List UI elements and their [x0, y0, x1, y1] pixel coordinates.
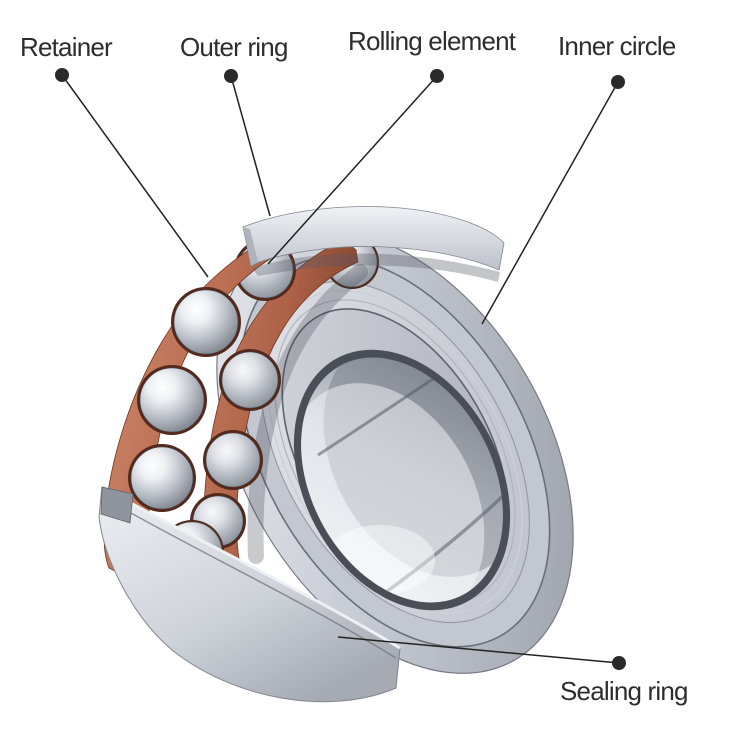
outer-ring-rim: [242, 206, 505, 282]
raceway-shadow: [247, 264, 368, 564]
leader-line-rolling-element: [267, 75, 438, 265]
leader-dot-sealing-ring: [612, 656, 626, 670]
leader-line-sealing-ring: [337, 636, 620, 664]
label-inner-circle: Inner circle: [558, 31, 676, 61]
leader-dot-outer-ring: [224, 69, 238, 83]
leader-dot-retainer: [55, 68, 69, 82]
leader-line-retainer: [61, 74, 209, 278]
label-sealing-ring: Sealing ring: [560, 676, 689, 706]
sealing-ring-shield: [98, 485, 401, 703]
leader-line-inner-circle: [481, 81, 619, 325]
callout-layer: [55, 68, 626, 670]
leader-line-outer-ring: [230, 75, 271, 217]
leader-dot-rolling-element: [430, 69, 444, 83]
label-retainer: Retainer: [20, 32, 113, 62]
label-outer-ring: Outer ring: [180, 32, 288, 62]
label-rolling-element: Rolling element: [348, 26, 516, 56]
leader-dot-inner-circle: [611, 75, 625, 89]
